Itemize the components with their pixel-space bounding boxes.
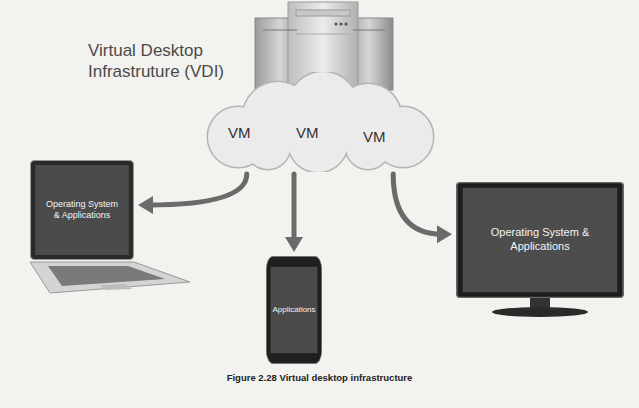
vm-label: VM: [363, 128, 386, 147]
tv-stand: [492, 298, 588, 317]
vm-label: VM: [296, 124, 319, 143]
vm-label: VM: [228, 124, 251, 143]
diagram-title: Virtual Desktop Infrastruture (VDI): [88, 40, 256, 82]
figure-caption: Figure 2.28 Virtual desktop infrastructu…: [0, 372, 639, 383]
screen-text: Operating System & Applications: [42, 199, 122, 222]
phone-node: Applications: [266, 256, 322, 364]
screen-text: Applications: [272, 305, 315, 315]
arrow-connector: [138, 174, 247, 214]
arrow-connector: [285, 174, 303, 252]
screen-text: Operating System & Applications: [474, 226, 606, 254]
laptop-base: [30, 262, 190, 293]
laptop-node: Operating System & Applications: [30, 160, 134, 260]
tv-node: Operating System & Applications: [456, 182, 624, 298]
cloud-outline: [198, 72, 442, 172]
arrow-connector: [393, 174, 452, 243]
cloud-node: VM VM VM: [198, 72, 442, 172]
